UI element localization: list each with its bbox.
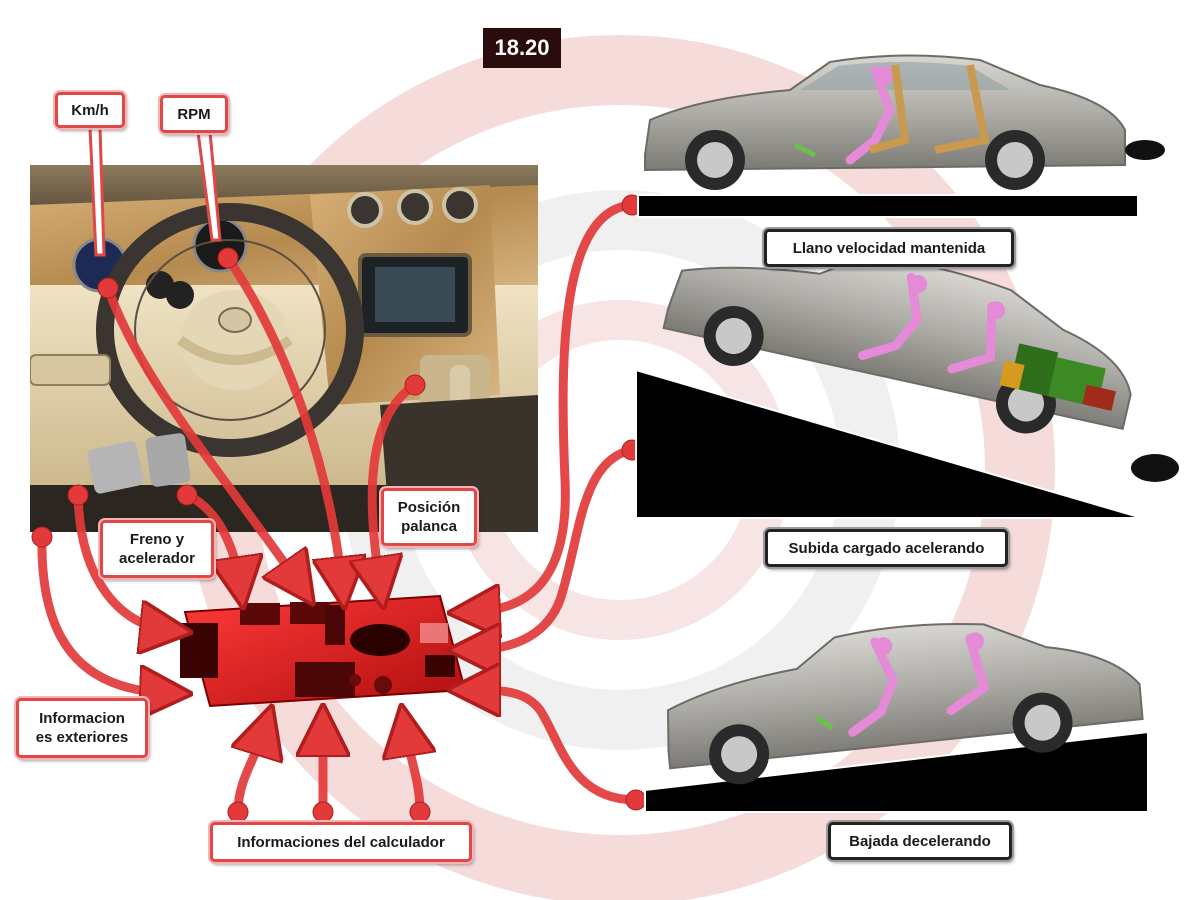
brake-accelerator-label: Freno y acelerador xyxy=(100,520,214,578)
brake-accelerator-line1: Freno y xyxy=(129,531,185,548)
car-downhill xyxy=(667,622,1144,785)
arrow-kmh-to-board xyxy=(103,283,300,585)
dashboard-image xyxy=(30,165,538,532)
scenario-downhill-label: Bajada decelerando xyxy=(828,822,1012,860)
arrow-uphill-to-board xyxy=(472,445,637,650)
lever-position-line1: Posición xyxy=(397,499,461,516)
kmh-pointer xyxy=(88,126,106,257)
calculator-info-label: Informaciones del calculador xyxy=(210,822,472,862)
downhill-scenario xyxy=(644,622,1149,813)
brake-accelerator-line2: acelerador xyxy=(119,550,195,567)
lever-position-line2: palanca xyxy=(401,518,457,535)
slide-number: 18.20 xyxy=(483,28,561,68)
external-info-label: Informacion es exteriores xyxy=(16,698,148,758)
ecu-circuit-board xyxy=(180,594,467,708)
arrow-flat-to-board xyxy=(472,200,637,612)
lever-position-label: Posición palanca xyxy=(381,488,477,546)
scenario-uphill-label: Subida cargado acelerando xyxy=(765,529,1008,567)
uphill-scenario xyxy=(635,255,1179,519)
flat-road-scenario xyxy=(637,54,1165,218)
arrow-downhill-to-board xyxy=(472,690,641,805)
arrow-brake-to-board xyxy=(73,490,168,630)
arrow-external-to-board xyxy=(37,532,168,693)
external-info-line2: es exteriores xyxy=(35,729,129,746)
kmh-label: Km/h xyxy=(55,92,125,128)
rpm-label: RPM xyxy=(160,95,228,133)
arrow-rpm-to-board xyxy=(223,253,342,585)
external-info-line1: Informacion xyxy=(39,710,125,727)
arrow-accel-to-board xyxy=(182,490,240,585)
scenario-flat-label: Llano velocidad mantenida xyxy=(764,229,1014,267)
car-flat xyxy=(644,54,1165,190)
car-uphill xyxy=(662,255,1132,434)
arrow-lever-to-board xyxy=(372,380,420,585)
